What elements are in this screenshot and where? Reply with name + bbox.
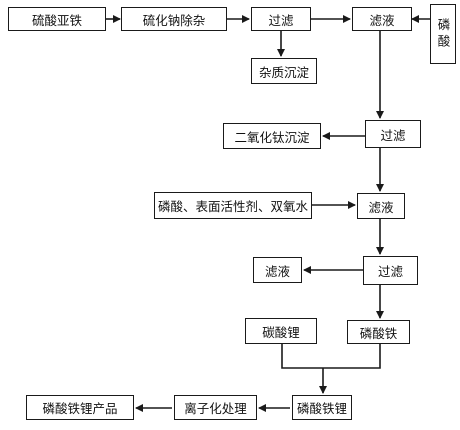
connector-merge-lithium-carbonate-iron-phosphate xyxy=(281,344,381,369)
node-reagents: 磷酸、表面活性剂、双氧水 xyxy=(154,192,312,219)
node-ionization-treatment: 离子化处理 xyxy=(174,395,257,420)
node-phosphoric-acid: 磷酸 xyxy=(430,4,456,64)
node-lfp-product: 磷酸铁锂产品 xyxy=(26,395,134,420)
node-filter-1: 过滤 xyxy=(251,7,311,31)
node-lithium-carbonate: 碳酸锂 xyxy=(245,318,317,344)
node-filtrate-1: 滤液 xyxy=(352,7,412,31)
node-ferrous-sulfate: 硫酸亚铁 xyxy=(8,7,106,31)
node-filtrate-2: 滤液 xyxy=(357,193,405,219)
node-impurity-precipitate: 杂质沉淀 xyxy=(251,58,317,84)
node-iron-phosphate: 磷酸铁 xyxy=(347,320,410,344)
node-filter-3: 过滤 xyxy=(363,256,418,285)
node-lithium-iron-phosphate: 磷酸铁锂 xyxy=(292,395,352,420)
node-sodium-sulfide-purify: 硫化钠除杂 xyxy=(121,7,227,31)
node-titanium-dioxide-precipitate: 二氧化钛沉淀 xyxy=(223,123,321,149)
node-filter-2: 过滤 xyxy=(365,120,421,148)
node-filtrate-3: 滤液 xyxy=(253,257,302,283)
